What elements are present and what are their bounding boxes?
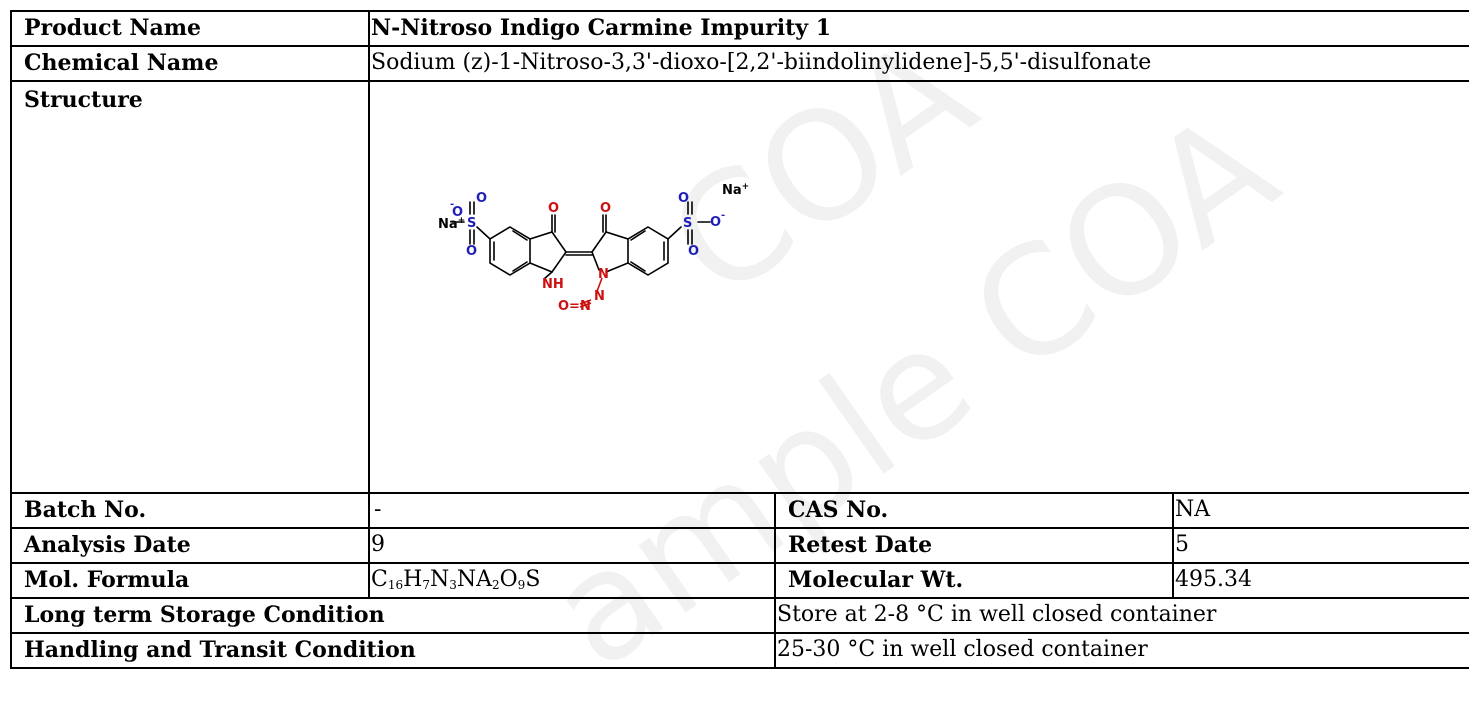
formula-element: C bbox=[371, 567, 388, 593]
structure-label: Structure bbox=[10, 80, 370, 494]
nh-label: NH bbox=[542, 277, 564, 292]
cas-no-value: NA bbox=[1171, 492, 1469, 529]
sodium-label: Na bbox=[438, 217, 458, 232]
oxygen-label: O bbox=[548, 201, 559, 216]
product-name-value: N-Nitroso Indigo Carmine Impurity 1 bbox=[367, 10, 1469, 47]
formula-element: O bbox=[499, 567, 518, 593]
oxygen-label: O bbox=[678, 191, 689, 206]
sulfur-label: S bbox=[467, 216, 476, 231]
formula-element: NA bbox=[456, 567, 492, 593]
formula-subscript: 2 bbox=[491, 578, 500, 593]
oxygen-label: O bbox=[466, 244, 477, 259]
analysis-date-value: 9 bbox=[368, 527, 776, 564]
formula-element: N bbox=[429, 567, 450, 593]
oxygen-label: O bbox=[688, 244, 699, 259]
formula-subscript: 7 bbox=[422, 578, 430, 593]
charge-plus-label: + bbox=[458, 216, 466, 226]
batch-no-label: Batch No. bbox=[10, 492, 370, 529]
product-name-label: Product Name bbox=[10, 10, 370, 47]
cas-no-label: CAS No. bbox=[774, 492, 1174, 529]
nitrogen-label: N bbox=[594, 289, 605, 304]
table-row: Structure bbox=[10, 80, 1469, 494]
table-row: Analysis Date 9 Retest Date 5 bbox=[10, 527, 1469, 564]
charge-plus-label: + bbox=[742, 182, 750, 192]
table-row: Chemical Name Sodium (z)-1-Nitroso-3,3'-… bbox=[10, 45, 1469, 82]
oxygen-label: O bbox=[600, 201, 611, 216]
formula-subscript: 9 bbox=[517, 578, 526, 593]
analysis-date-label: Analysis Date bbox=[10, 527, 370, 564]
formula-subscript: 16 bbox=[387, 578, 404, 593]
retest-date-label: Retest Date bbox=[774, 527, 1174, 564]
oxygen-label: O bbox=[452, 205, 463, 220]
table-row: Batch No. - CAS No. NA bbox=[10, 492, 1469, 529]
transit-value: 25-30 °C in well closed container bbox=[773, 632, 1469, 669]
mol-formula-value: C16H7N3NA2O9S bbox=[368, 562, 776, 599]
formula-subscript: 3 bbox=[449, 578, 457, 593]
chemical-name-value: Sodium (z)-1-Nitroso-3,3'-dioxo-[2,2'-bi… bbox=[367, 45, 1469, 82]
table-row: Long term Storage Condition Store at 2-8… bbox=[10, 597, 1469, 634]
transit-label: Handling and Transit Condition bbox=[10, 632, 776, 669]
coa-table: Product Name N-Nitroso Indigo Carmine Im… bbox=[10, 10, 1469, 669]
charge-minus-label: - bbox=[450, 199, 454, 210]
svg-text:Na+: Na+ bbox=[722, 182, 749, 198]
storage-label: Long term Storage Condition bbox=[10, 597, 776, 634]
retest-date-value: 5 bbox=[1171, 527, 1469, 564]
nitroso-label: O=N bbox=[558, 299, 591, 312]
table-row: Product Name N-Nitroso Indigo Carmine Im… bbox=[10, 10, 1469, 47]
mol-formula-label: Mol. Formula bbox=[10, 562, 370, 599]
oxygen-label: O bbox=[710, 215, 721, 230]
table-row: Handling and Transit Condition 25-30 °C … bbox=[10, 632, 1469, 669]
svg-text:Na+: Na+ bbox=[438, 216, 465, 232]
formula-element: H bbox=[403, 567, 423, 593]
sulfur-label: S bbox=[683, 216, 692, 231]
storage-value: Store at 2-8 °C in well closed container bbox=[773, 597, 1469, 634]
structure-image: Na+ O - S O O O O NH N N O=N S O O O - bbox=[438, 182, 749, 312]
molecular-wt-value: 495.34 bbox=[1171, 562, 1469, 599]
table-row: Mol. Formula C16H7N3NA2O9S Molecular Wt.… bbox=[10, 562, 1469, 599]
molecular-wt-label: Molecular Wt. bbox=[774, 562, 1174, 599]
chemical-name-label: Chemical Name bbox=[10, 45, 370, 82]
nitrogen-label: N bbox=[598, 267, 609, 282]
formula-element: S bbox=[525, 567, 541, 593]
structure-cell: Na+ O - S O O O O NH N N O=N S O O O - bbox=[367, 80, 1469, 494]
batch-no-value: - bbox=[368, 492, 776, 529]
sodium-label: Na bbox=[722, 183, 742, 198]
charge-minus-label: - bbox=[721, 210, 725, 221]
oxygen-label: O bbox=[476, 191, 487, 206]
